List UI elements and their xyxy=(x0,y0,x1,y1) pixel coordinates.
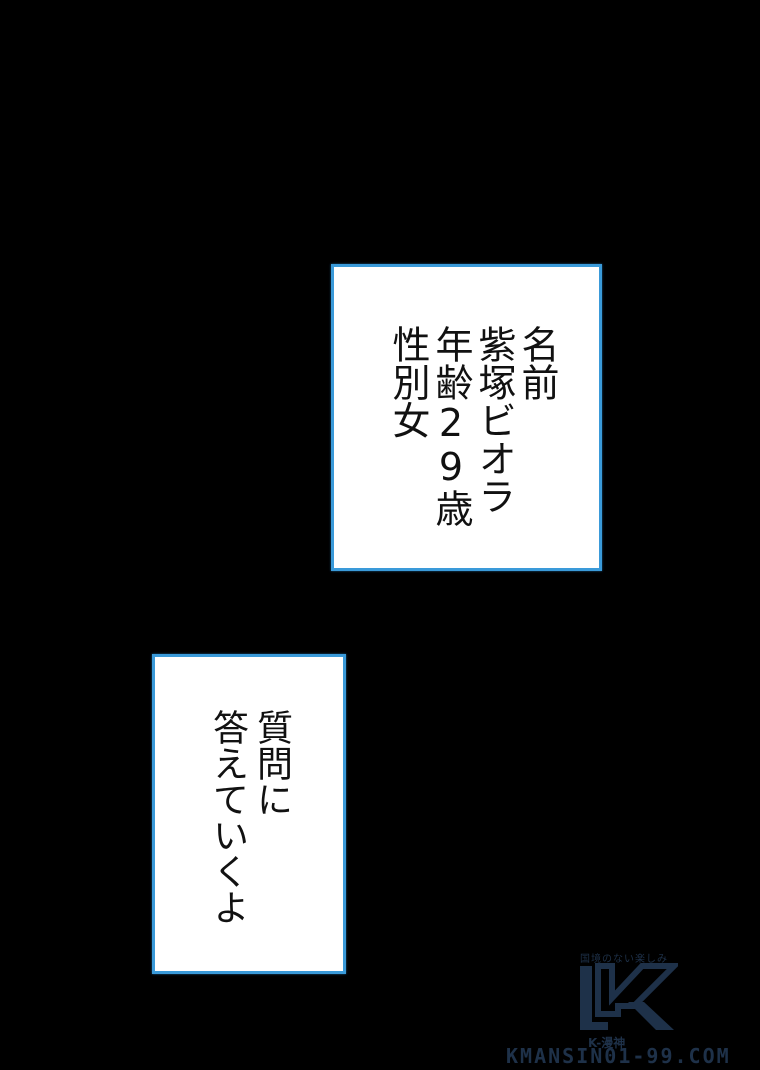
label-gender: 性別女 xyxy=(386,325,430,439)
value-name: 紫塚ビオラ xyxy=(472,325,516,515)
watermark-url: KMANSIN01-99.COM xyxy=(506,1044,731,1068)
label-name: 名前 xyxy=(515,325,559,401)
watermark-brand: K-漫神 xyxy=(588,1036,626,1050)
question-line-1: 質問に xyxy=(251,709,292,817)
question-line-2: 答えていくよ xyxy=(207,709,248,925)
watermark: 国境のない楽しみ K-漫神 KMANSIN01-99.COM xyxy=(500,940,760,1070)
watermark-tagline: 国境のない楽しみ xyxy=(580,954,668,965)
label-age: 年齢29歳 xyxy=(429,325,473,527)
k-logo-icon xyxy=(580,963,678,1030)
profile-text: 名前 紫塚ビオラ 年齢29歳 性別女 xyxy=(386,325,559,527)
question-text: 質問に 答えていくよ xyxy=(205,709,293,925)
caption-box-question: 質問に 答えていくよ xyxy=(152,654,346,974)
caption-box-profile: 名前 紫塚ビオラ 年齢29歳 性別女 xyxy=(331,264,602,571)
